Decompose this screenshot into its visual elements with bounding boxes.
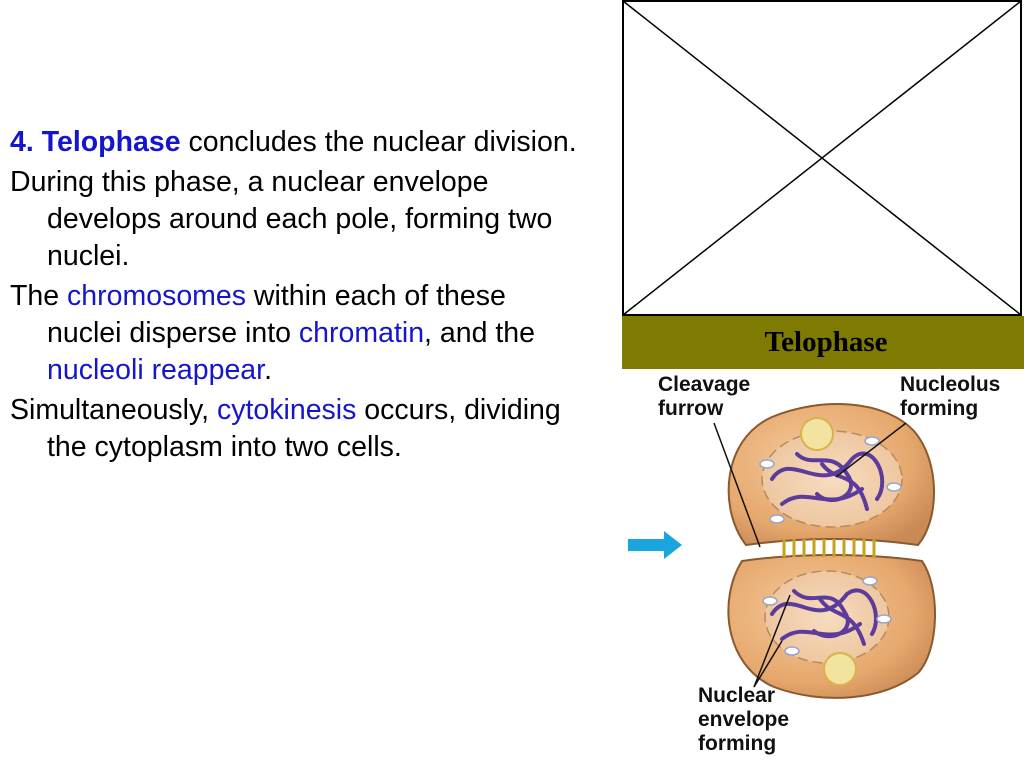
- telophase-diagram: Cleavage furrow Nucleolus forming Nuclea…: [628, 373, 1000, 755]
- term-cytokinesis: cytokinesis: [217, 394, 357, 426]
- placeholder-cross-line: [622, 0, 1022, 316]
- label-leader-lines: [713, 422, 907, 688]
- label-cleavage-line2: furrow: [658, 397, 724, 420]
- upper-chromosomes: [770, 451, 885, 511]
- label-cleavage-line1: Cleavage: [658, 373, 750, 396]
- lower-nucleolus: [823, 652, 857, 686]
- item4-t2: occurs, dividing the cytoplasm into two …: [47, 394, 561, 463]
- item3-t2: within each of these nuclei disperse int…: [47, 280, 506, 349]
- bullet-chromosomes: The chromosomes within each of these nuc…: [10, 278, 580, 389]
- image-placeholder: [622, 0, 1022, 316]
- item3-t1: The: [10, 280, 68, 312]
- label-envelope-line3: forming: [698, 732, 776, 755]
- bullet-telophase: 4. Telophase concludes the nuclear divis…: [10, 124, 580, 161]
- item1-rest: concludes the nuclear division.: [180, 126, 577, 158]
- item3-t4: .: [264, 354, 272, 386]
- item2-text: During this phase, a nuclear envelope de…: [10, 166, 553, 272]
- item3-t3: , and the: [424, 317, 535, 349]
- label-envelope-line2: envelope: [698, 708, 789, 731]
- label-nucleolus-line1: Nucleolus: [900, 373, 1000, 396]
- term-nucleoli: nucleoli reappear: [47, 354, 265, 386]
- stage-label-bar: Telophase: [622, 316, 1024, 369]
- stage-label: Telophase: [764, 326, 888, 358]
- label-envelope-line1: Nuclear: [698, 684, 775, 707]
- label-nucleolus-line2: forming: [900, 397, 978, 420]
- cleavage-furrow-filaments: [782, 539, 876, 557]
- term-telophase: Telophase: [41, 126, 181, 158]
- item4-t1: Simultaneously,: [10, 394, 217, 426]
- upper-nucleolus: [800, 417, 834, 451]
- term-chromosomes: chromosomes: [67, 280, 247, 312]
- bullet-nuclear-envelope: During this phase, a nuclear envelope de…: [10, 164, 580, 275]
- envelope-fragments: [759, 436, 902, 656]
- slide-text: 4. Telophase concludes the nuclear divis…: [10, 124, 580, 469]
- lower-chromosomes: [770, 588, 878, 646]
- term-chromatin: chromatin: [298, 317, 425, 349]
- bullet-cytokinesis: Simultaneously, cytokinesis occurs, divi…: [10, 392, 580, 466]
- arrow-icon: [628, 531, 682, 559]
- item-number: 4.: [10, 126, 34, 158]
